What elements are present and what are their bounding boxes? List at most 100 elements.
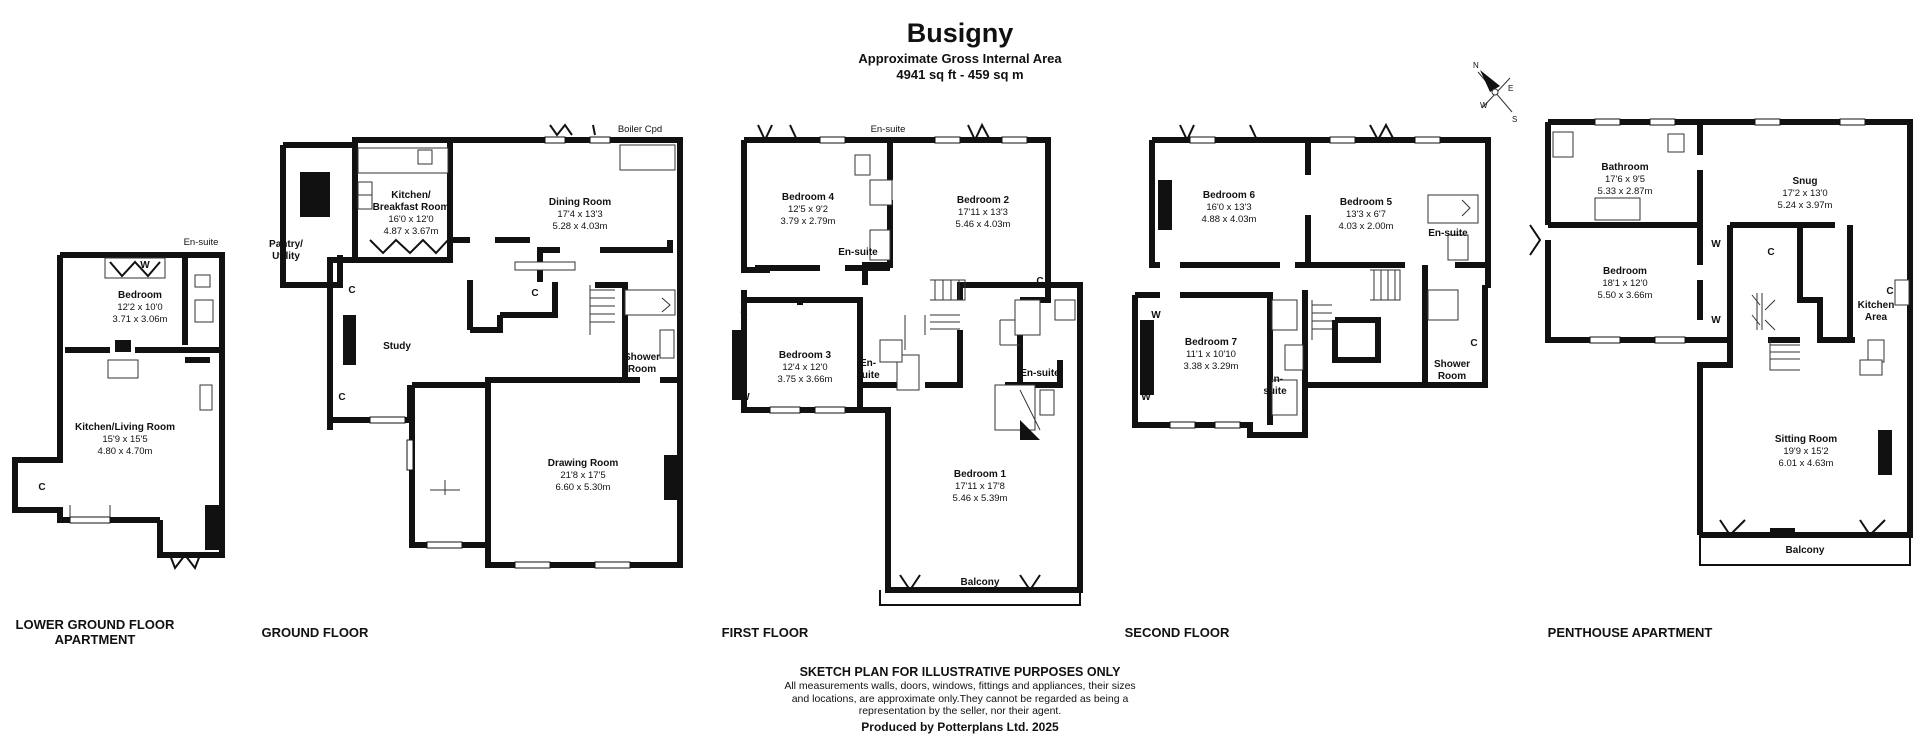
lower-ground-floor-label: LOWER GROUND FLOOR APARTMENT	[10, 617, 180, 647]
first-bedroom2-name: Bedroom 2	[957, 195, 1010, 206]
producer-credit: Produced by Potterplans Ltd. 2025	[861, 719, 1059, 734]
pent-sitting-metric: 6.01 x 4.63m	[1779, 458, 1834, 469]
first-bedroom3-name: Bedroom 3	[779, 350, 832, 361]
second-ensuite-b7-line1: En-	[1267, 374, 1283, 385]
second-bedroom5-name: Bedroom 5	[1340, 197, 1393, 208]
lg-bedroom-imperial: 12'2 x 10'0	[117, 302, 162, 313]
first-bedroom1-name: Bedroom 1	[954, 469, 1007, 480]
second-bedroom5-imperial: 13'3 x 6'7	[1346, 209, 1386, 220]
compass-east: E	[1508, 84, 1513, 93]
pent-kitchen-line1: Kitchen	[1858, 300, 1895, 311]
first-bedroom1-metric: 5.46 x 5.39m	[953, 493, 1008, 504]
pent-sitting-name: Sitting Room	[1775, 434, 1837, 445]
first-bedroom4-name: Bedroom 4	[782, 192, 835, 203]
lower-ground-label-line2: APARTMENT	[54, 632, 136, 647]
compass-icon: N E S W	[1473, 61, 1517, 124]
pent-bathroom-name: Bathroom	[1601, 162, 1648, 173]
ground-drawing-metric: 6.60 x 5.30m	[556, 482, 611, 493]
lg-ensuite-label: En-suite	[184, 237, 219, 248]
compass-west: W	[1480, 101, 1488, 110]
ground-drawing-imperial: 21'8 x 17'5	[560, 470, 605, 481]
pent-cupboard-2: C	[1886, 286, 1893, 297]
second-wardrobe-1: W	[1151, 310, 1161, 321]
lower-ground-floor-plan: W C En-suite Bedroom 12'2 x 10'0 3.71 x …	[12, 237, 225, 571]
second-bedroom7-imperial: 11'1 x 10'10	[1186, 349, 1236, 360]
ground-dining-imperial: 17'4 x 13'3	[557, 209, 602, 220]
second-bedroom7-metric: 3.38 x 3.29m	[1184, 361, 1239, 372]
pent-bedroom-imperial: 18'1 x 12'0	[1602, 278, 1647, 289]
second-ensuite-label: En-suite	[1428, 228, 1468, 239]
disclaimer-footer: SKETCH PLAN FOR ILLUSTRATIVE PURPOSES ON…	[0, 665, 1920, 733]
lg-bedroom-metric: 3.71 x 3.06m	[113, 314, 168, 325]
first-balcony-label: Balcony	[961, 577, 1000, 588]
second-bedroom7-name: Bedroom 7	[1185, 337, 1238, 348]
ground-dining-name: Dining Room	[549, 197, 611, 208]
ground-floor-label: GROUND FLOOR	[261, 625, 369, 640]
first-ensuite-right: En-suite	[1020, 368, 1060, 379]
ground-dining-metric: 5.28 x 4.03m	[553, 221, 608, 232]
ground-cupboard-1: C	[348, 285, 355, 296]
compass-north: N	[1473, 61, 1479, 70]
pent-wardrobe-1: W	[1711, 239, 1721, 250]
second-shower-line1: Shower	[1434, 359, 1470, 370]
first-bedroom2-imperial: 17'11 x 13'3	[958, 207, 1008, 218]
second-bedroom5-metric: 4.03 x 2.00m	[1339, 221, 1394, 232]
ground-cupboard-2: C	[338, 392, 345, 403]
penthouse-plan: Bathroom 17'6 x 9'5 5.33 x 2.87m Snug 17…	[1529, 118, 1913, 566]
area-label: Approximate Gross Internal Area	[858, 51, 1062, 66]
ground-floor-plan: Pantry/ Utility Kitchen/ Breakfast Room …	[269, 123, 683, 569]
pent-kitchen-line2: Area	[1865, 312, 1888, 323]
ground-kitchen-line2: Breakfast Room	[373, 202, 450, 213]
ground-boiler-label: Boiler Cpd	[618, 124, 662, 135]
first-bedroom3-imperial: 12'4 x 12'0	[782, 362, 827, 373]
second-wardrobe-2: W	[1141, 392, 1151, 403]
first-ensuite-mid: En-suite	[838, 247, 878, 258]
disclaimer-line1: All measurements walls, doors, windows, …	[784, 680, 1136, 692]
ground-kitchen-imperial: 16'0 x 12'0	[388, 214, 433, 225]
lg-kitchen-living-imperial: 15'9 x 15'5	[102, 434, 147, 445]
second-floor-plan: Bedroom 6 16'0 x 13'3 4.88 x 4.03m Bedro…	[1132, 122, 1491, 438]
plan-title: Busigny	[906, 18, 1014, 48]
lg-kitchen-living-metric: 4.80 x 4.70m	[98, 446, 153, 457]
ground-kitchen-metric: 4.87 x 3.67m	[384, 226, 439, 237]
pent-snug-imperial: 17'2 x 13'0	[1782, 188, 1827, 199]
ground-pantry-line2: Utility	[272, 251, 300, 262]
first-bedroom1-imperial: 17'11 x 17'8	[955, 481, 1005, 492]
first-cupboard-2: C	[1036, 276, 1043, 287]
pent-sitting-imperial: 19'9 x 15'2	[1783, 446, 1828, 457]
area-value: 4941 sq ft - 459 sq m	[896, 67, 1024, 82]
pent-bedroom-name: Bedroom	[1603, 266, 1647, 277]
first-ensuite-b3-line1: En-	[860, 358, 876, 369]
lg-kitchen-living-name: Kitchen/Living Room	[75, 422, 175, 433]
ground-drawing-name: Drawing Room	[548, 458, 619, 469]
compass-south: S	[1512, 115, 1517, 124]
disclaimer-line2: and locations, are approximate only.They…	[791, 692, 1129, 705]
first-ensuite-b3-line2: suite	[856, 370, 880, 381]
ground-shower-line2: Room	[628, 364, 656, 375]
first-wardrobe: W	[740, 392, 750, 403]
ground-study-label: Study	[383, 341, 411, 352]
first-cupboard-1: C	[740, 308, 747, 319]
first-bedroom2-metric: 5.46 x 4.03m	[956, 219, 1011, 230]
first-floor-label: FIRST FLOOR	[721, 625, 809, 640]
lower-ground-label-line1: LOWER GROUND FLOOR	[15, 617, 175, 632]
first-floor-plan: En-suite Bedroom 4 12'5 x 9'2 3.79 x 2.7…	[732, 122, 1083, 606]
first-bedroom4-imperial: 12'5 x 9'2	[788, 204, 828, 215]
penthouse-floor-label: PENTHOUSE APARTMENT	[1547, 625, 1713, 640]
pent-balcony-label: Balcony	[1786, 545, 1825, 556]
pent-bathroom-imperial: 17'6 x 9'5	[1605, 174, 1645, 185]
pent-wardrobe-2: W	[1711, 315, 1721, 326]
lg-bedroom-name: Bedroom	[118, 290, 162, 301]
lg-cupboard: C	[38, 482, 45, 493]
second-bedroom6-imperial: 16'0 x 13'3	[1206, 202, 1251, 213]
first-ensuite-top: En-suite	[871, 124, 906, 135]
second-floor-label: SECOND FLOOR	[1124, 625, 1230, 640]
ground-shower-line1: Shower	[624, 352, 660, 363]
second-bedroom6-metric: 4.88 x 4.03m	[1202, 214, 1257, 225]
ground-cupboard-3: C	[531, 288, 538, 299]
second-cupboard: C	[1470, 338, 1477, 349]
second-bedroom6-name: Bedroom 6	[1203, 190, 1256, 201]
disclaimer-line3: representation by the seller, nor their …	[858, 705, 1062, 717]
ground-pantry-line1: Pantry/	[269, 239, 303, 250]
ground-kitchen-line1: Kitchen/	[391, 190, 431, 201]
